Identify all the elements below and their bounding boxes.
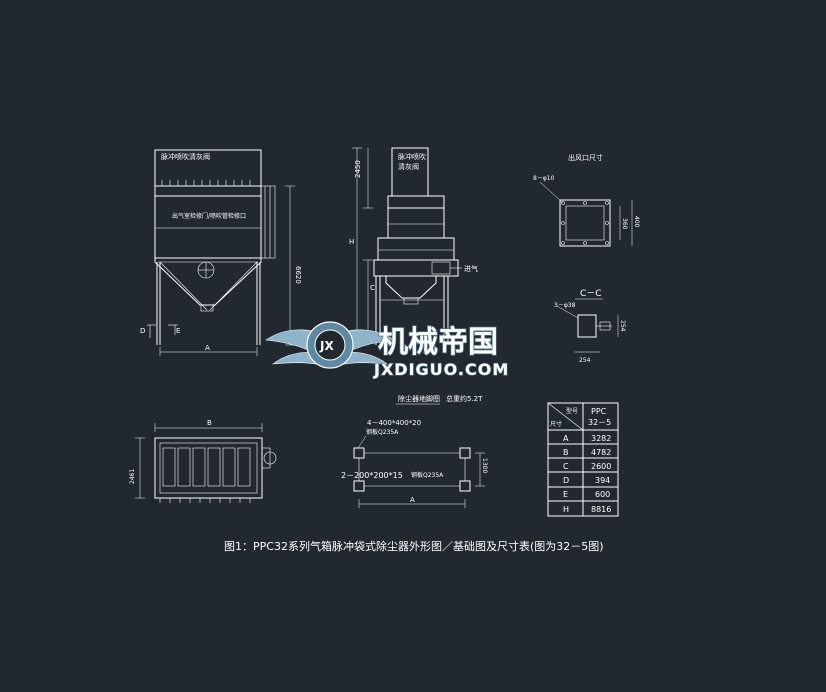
plan-dim-h: 2461 bbox=[129, 469, 136, 484]
plan-view: B 2461 bbox=[129, 419, 277, 503]
plate2-mat: 钢板Q235A bbox=[411, 471, 444, 479]
logo-chinese-text: 机械帝国 bbox=[378, 325, 498, 360]
table-row-value: 4782 bbox=[591, 448, 611, 457]
section-cc-w: 254 bbox=[579, 357, 591, 364]
front-dim-e: E bbox=[176, 327, 180, 335]
table-row-value: 600 bbox=[595, 490, 610, 499]
outlet-detail: 出风口尺寸 8－φ10 360 400 bbox=[533, 153, 640, 247]
side-label-1: 脉冲喷吹 bbox=[398, 152, 426, 161]
front-dim-a: A bbox=[205, 344, 210, 352]
section-cc-holes: 3－φ38 bbox=[554, 302, 576, 309]
foundation-dim-a: A bbox=[410, 496, 415, 504]
front-dim-d: D bbox=[140, 327, 145, 335]
plate1-spec: 4－400*400*20 bbox=[367, 419, 421, 427]
plate1-mat: 钢板Q235A bbox=[366, 428, 399, 436]
watermark-logo: JX 机械帝国 JXDIGUO.COM bbox=[265, 321, 509, 380]
front-label-mid: 出气室检修门/喷吹管检修口 bbox=[172, 212, 246, 220]
plate2-spec: 2－200*200*15 bbox=[341, 471, 403, 480]
plan-studs bbox=[159, 498, 251, 503]
section-cc-title: C－C bbox=[580, 289, 602, 299]
side-dim-c: C bbox=[370, 284, 375, 292]
front-label-top: 脉冲喷吹清灰阀 bbox=[161, 152, 210, 161]
outlet-dim-h1: 360 bbox=[621, 218, 628, 230]
foundation-plate-tr bbox=[459, 447, 471, 459]
table-row-value: 2600 bbox=[591, 462, 611, 471]
table-header-size: 尺寸 bbox=[550, 420, 562, 428]
foundation-dim-h: 1300 bbox=[481, 458, 488, 473]
front-dim-height: 6620 bbox=[294, 266, 302, 284]
table-row-key: H bbox=[563, 505, 569, 514]
table-row-value: 8816 bbox=[591, 505, 611, 514]
table-row-key: E bbox=[563, 490, 568, 499]
table-row-key: C bbox=[563, 462, 569, 471]
outlet-square bbox=[559, 199, 611, 247]
section-cc-plate bbox=[577, 314, 597, 338]
side-dim-h: H bbox=[349, 238, 354, 246]
side-body bbox=[387, 207, 445, 239]
foundation-plate-tl bbox=[353, 447, 365, 459]
plan-dim-b: B bbox=[207, 419, 212, 427]
outlet-title: 出风口尺寸 bbox=[568, 153, 603, 162]
foundation-plate-br bbox=[459, 480, 471, 492]
front-valves bbox=[161, 180, 251, 186]
front-body bbox=[154, 195, 262, 259]
table-row-key: A bbox=[563, 434, 569, 443]
front-view: A D E 6620 脉冲喷吹清灰阀 出气室检修门/喷吹管检修口 bbox=[140, 149, 302, 356]
table-row-key: D bbox=[563, 476, 569, 485]
side-dim-top: 2450 bbox=[354, 160, 362, 178]
logo-english-text: JXDIGUO.COM bbox=[373, 360, 509, 379]
foundation-plate-bl bbox=[353, 480, 365, 492]
plan-outline bbox=[154, 437, 263, 499]
side-label-2: 清灰阀 bbox=[398, 162, 419, 171]
size-table: 型号 尺寸 PPC 32－5 A 3282 B 4782 C 2600 D 39… bbox=[547, 402, 619, 517]
table-header-model: 型号 bbox=[566, 407, 578, 415]
logo-badge: JX bbox=[319, 339, 334, 353]
foundation-weight: 总重约5.2T bbox=[446, 394, 483, 403]
foundation-view: 除尘器地脚图 总重约5.2T 4－400*400*20 钢板Q235A 2－20… bbox=[341, 394, 488, 508]
outlet-dim-holes: 8－φ10 bbox=[533, 175, 555, 182]
section-cc: C－C 3－φ38 254 254 bbox=[554, 289, 626, 364]
table-row-value: 3282 bbox=[591, 434, 611, 443]
table-model-1: PPC bbox=[591, 407, 607, 416]
table-model-2: 32－5 bbox=[588, 418, 611, 427]
figure-caption: 图1：PPC32系列气箱脉冲袋式除尘器外形图／基础图及尺寸表(图为32－5图) bbox=[224, 539, 604, 553]
side-view: 进气 2450 H C 脉冲喷吹 清灰阀 bbox=[349, 147, 478, 346]
table-row-value: 394 bbox=[595, 476, 610, 485]
outlet-dim-h2: 400 bbox=[633, 216, 640, 228]
table-row-key: B bbox=[563, 448, 569, 457]
foundation-title: 除尘器地脚图 bbox=[398, 394, 440, 403]
side-inlet-label: 进气 bbox=[464, 264, 478, 273]
section-cc-h: 254 bbox=[619, 320, 626, 332]
